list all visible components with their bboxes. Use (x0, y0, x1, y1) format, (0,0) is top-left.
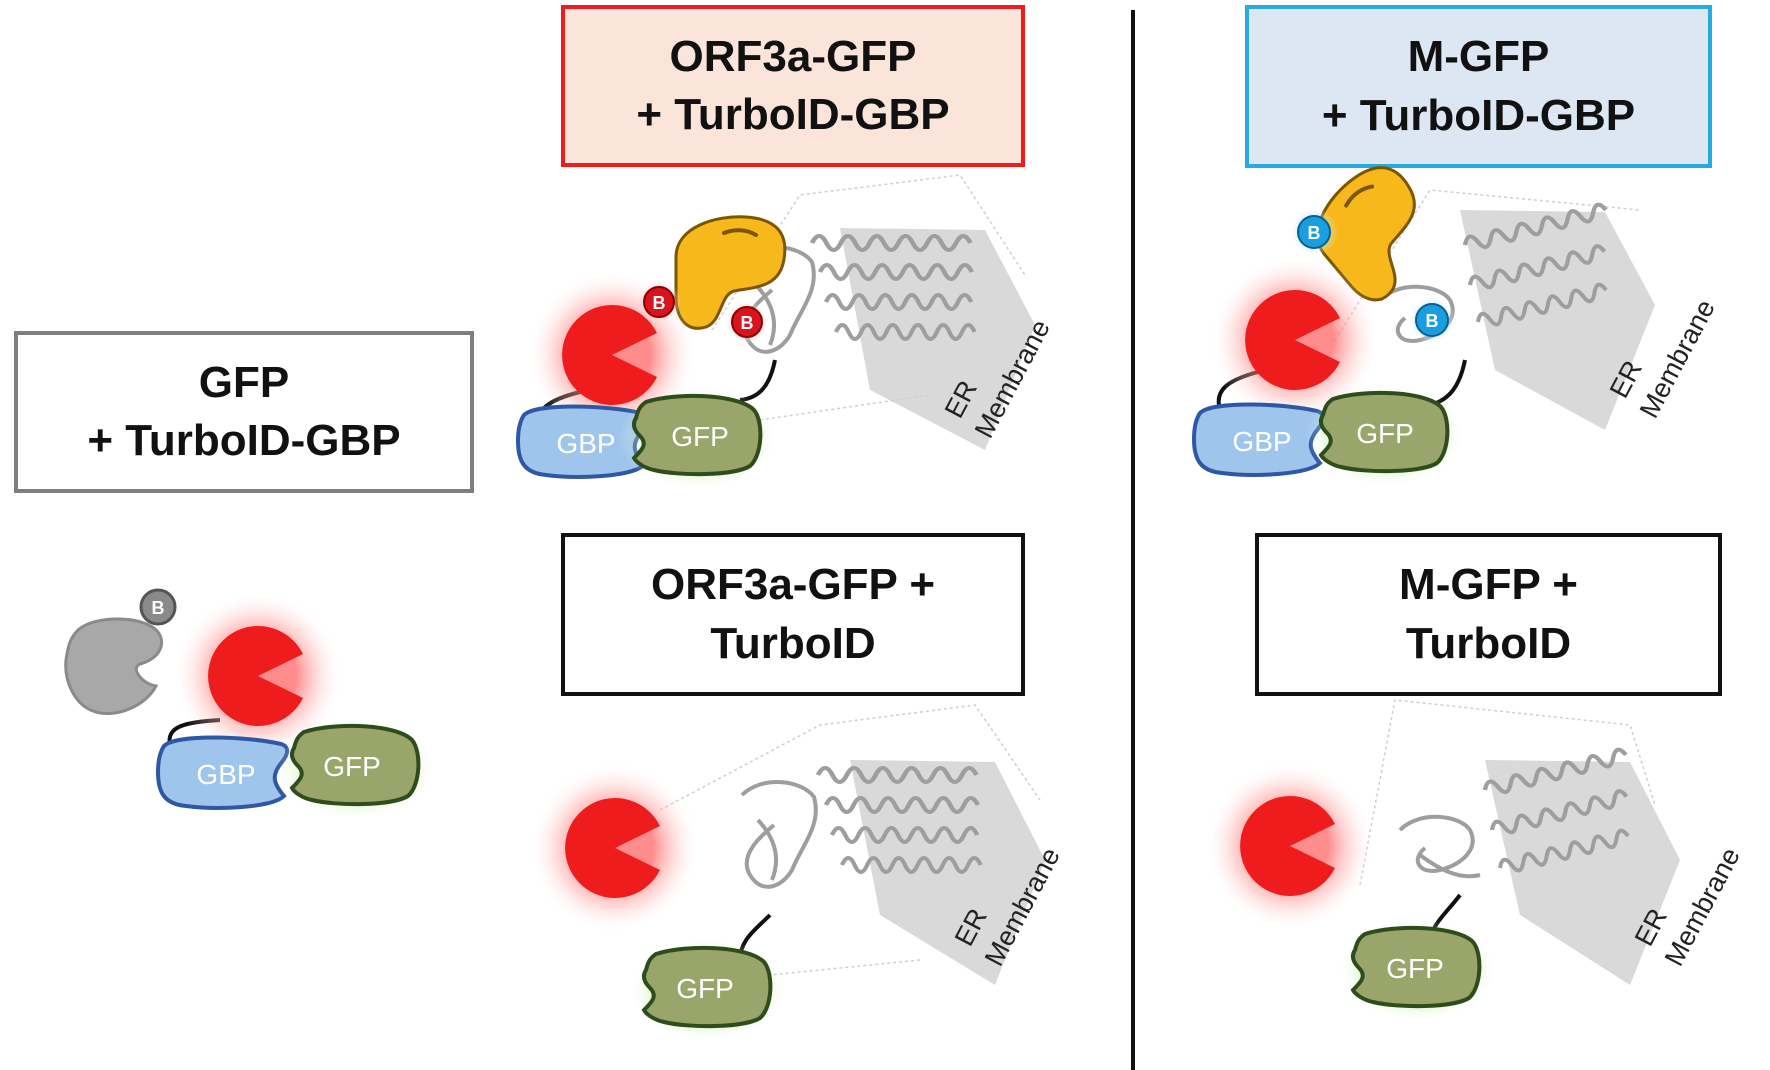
orf3a-gbp-assembly: ER Membrane B B GBP GFP (516, 174, 1056, 492)
svg-text:B: B (653, 293, 666, 313)
er-membrane-icon (850, 760, 1045, 985)
gfp-label: GFP (676, 973, 734, 1004)
er-membrane-icon (1460, 210, 1655, 430)
protein-ribbon-icon (740, 768, 981, 889)
biotin-icon: B (637, 280, 681, 324)
gbp-label: GBP (196, 759, 255, 790)
gbp-label: GBP (1232, 426, 1291, 457)
box-line-1: M-GFP + (1399, 560, 1578, 610)
orf3a-turboid-assembly: ER Membrane GFP (530, 704, 1066, 1044)
svg-text:B: B (152, 598, 165, 618)
box-m-gfp-turboid-gbp: M-GFP + TurboID-GBP (1245, 5, 1712, 168)
gfp-label: GFP (1386, 953, 1444, 984)
turboid-pacman-icon (530, 763, 700, 933)
gfp-label: GFP (671, 421, 729, 452)
panel-divider (1131, 10, 1135, 1070)
biotin-icon: B (139, 588, 177, 626)
box-line-2: + TurboID-GBP (636, 90, 950, 139)
svg-text:B: B (1308, 223, 1321, 243)
box-line-2: TurboID (710, 618, 876, 668)
biotin-icon: B (725, 300, 769, 344)
svg-text:B: B (1426, 311, 1439, 331)
box-line-1: ORF3a-GFP + (650, 560, 936, 610)
gbp-label: GBP (556, 428, 615, 459)
turboid-pacman-icon (1205, 761, 1375, 931)
box-line-1: GFP (198, 357, 290, 407)
box-orf3a-gfp-turboid: ORF3a-GFP + TurboID (561, 533, 1025, 696)
box-line-1: ORF3a-GFP (669, 31, 917, 81)
control-assembly: B GBP GFP (64, 588, 438, 822)
box-line-2: + TurboID-GBP (87, 416, 401, 465)
box-orf3a-gfp-turboid-gbp: ORF3a-GFP + TurboID-GBP (561, 5, 1025, 167)
m-turboid-assembly: ER Membrane GFP (1205, 699, 1746, 1024)
biotin-icon: B (1290, 208, 1338, 256)
turboid-enzyme-icon (64, 617, 164, 716)
er-membrane-icon (840, 228, 1035, 450)
protein-ribbon-icon (1398, 748, 1632, 879)
box-line-1: M-GFP (1407, 32, 1550, 82)
svg-text:B: B (741, 313, 754, 333)
m-gbp-assembly: ER Membrane B B GBP GFP (1192, 152, 1721, 489)
box-m-gfp-turboid: M-GFP + TurboID (1255, 533, 1722, 696)
box-line-2: TurboID (1405, 618, 1572, 668)
box-line-2: + TurboID-GBP (1321, 90, 1636, 140)
gfp-label: GFP (1356, 418, 1414, 449)
er-membrane-icon (1485, 760, 1680, 985)
box-gfp-turboid-gbp: GFP + TurboID-GBP (14, 331, 474, 493)
gfp-label: GFP (323, 751, 381, 782)
biotin-icon: B (1408, 296, 1456, 344)
